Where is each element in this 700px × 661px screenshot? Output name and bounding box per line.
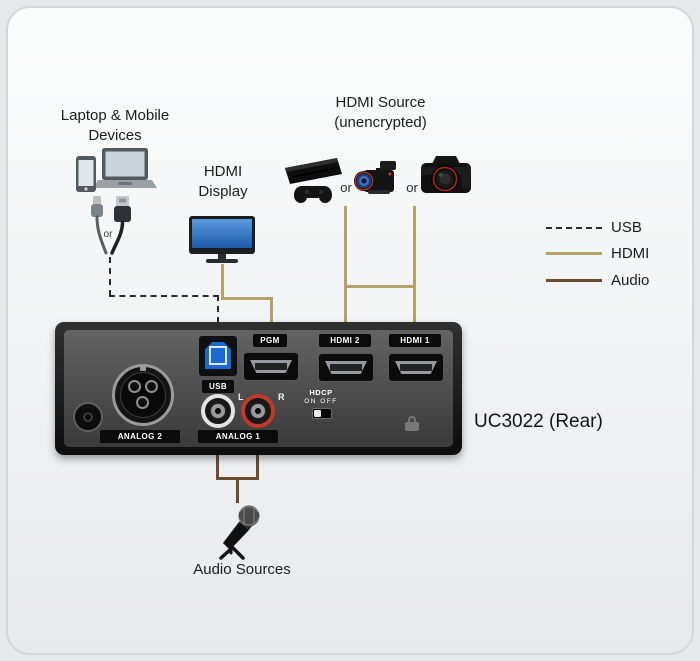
audio-line-right: [256, 453, 259, 480]
hdmi-source-line-right: [413, 206, 416, 323]
game-console-icon: [282, 148, 344, 206]
xlr-pin-1: [128, 380, 141, 393]
legend-hdmi-line: [546, 252, 602, 255]
xlr-notch: [140, 365, 146, 371]
hdmi-display-line-segment-2: [221, 297, 273, 300]
label-laptop-mobile-devices: Laptop & Mobile Devices: [60, 107, 170, 145]
legend-audio-line: [546, 279, 602, 282]
legend-hdmi-label: HDMI: [611, 245, 650, 262]
lock-shackle: [408, 416, 416, 423]
legend-audio-label: Audio: [611, 272, 650, 289]
hdmi2-slot: [325, 361, 367, 374]
hdcp-onoff-label: ON OFF: [304, 398, 338, 405]
audio-line-center: [236, 477, 239, 503]
hdmi-display-line-segment-3: [270, 297, 273, 323]
dc-jack-hole: [83, 412, 93, 422]
device-model-title: UC3022 (Rear): [474, 411, 603, 432]
label-hdmi-source: HDMI Source (unencrypted): [334, 94, 427, 132]
hdcp-switch-knob: [314, 410, 321, 417]
rca-left-hole: [215, 408, 221, 414]
hdcp-label: HDCP: [309, 388, 333, 397]
xlr-pin-3: [136, 396, 149, 409]
label-or-source-1: or: [340, 180, 352, 195]
rca-right-hole: [255, 408, 261, 414]
usb-cables-icon: [86, 196, 134, 258]
camcorder-icon: [352, 156, 402, 206]
usb-line-segment-2: [109, 295, 219, 297]
audio-line-left: [216, 453, 219, 480]
usb-connector: [205, 342, 231, 369]
hdmi-source-line-left: [344, 206, 347, 323]
usb-port-label: USB: [202, 380, 234, 393]
hdmi1-port-label: HDMI 1: [389, 334, 441, 347]
laptop-and-phone-icon: [72, 146, 157, 198]
label-audio-sources: Audio Sources: [193, 561, 291, 578]
hdmi2-port-label: HDMI 2: [319, 334, 371, 347]
usb-connector-inner: [209, 346, 227, 365]
hdmi-display-line-segment-1: [221, 264, 224, 300]
pgm-hdmi-slot-inner: [255, 363, 287, 370]
hdmi2-slot-inner: [330, 364, 362, 371]
label-hdmi-display: HDMI Display: [198, 163, 248, 201]
hdmi1-slot: [395, 361, 437, 374]
rca-right-port: [241, 394, 275, 428]
xlr-pin-2: [145, 380, 158, 393]
analog1-port-label: ANALOG 1: [198, 430, 278, 443]
hdmi1-slot-inner: [400, 364, 432, 371]
hdmi1-port: [388, 353, 444, 382]
security-lock-icon: [405, 416, 421, 434]
microphone-icon: [208, 500, 270, 560]
xlr-port-analog2: [112, 364, 174, 426]
hdmi-display-monitor-icon: [189, 216, 255, 264]
rca-left-letter: L: [238, 392, 244, 402]
hdmi-source-line-crossbar: [344, 285, 416, 288]
dslr-camera-icon: [418, 148, 474, 206]
uc3022-device-rear-panel: ANALOG 2 USB PGM L R ANALOG 1 HDMI 2: [55, 322, 462, 455]
pgm-port-label: PGM: [253, 334, 287, 347]
pgm-hdmi-slot: [250, 360, 292, 373]
usb-line-segment-1: [109, 257, 111, 296]
label-or-cables: or: [103, 229, 113, 240]
dc-power-jack: [73, 402, 103, 432]
usb-line-segment-3: [217, 295, 219, 323]
label-or-source-2: or: [406, 180, 418, 195]
rca-left-port: [201, 394, 235, 428]
analog2-port-label: ANALOG 2: [100, 430, 180, 443]
hdcp-switch: [312, 408, 332, 419]
lock-body: [405, 422, 419, 431]
rca-right-letter: R: [278, 392, 285, 402]
pgm-hdmi-port: [243, 352, 299, 381]
legend-usb-line: [546, 227, 602, 229]
usb-port: [199, 336, 237, 376]
xlr-inner-ring: [120, 372, 166, 418]
legend-usb-label: USB: [611, 219, 642, 236]
hdmi2-port: [318, 353, 374, 382]
